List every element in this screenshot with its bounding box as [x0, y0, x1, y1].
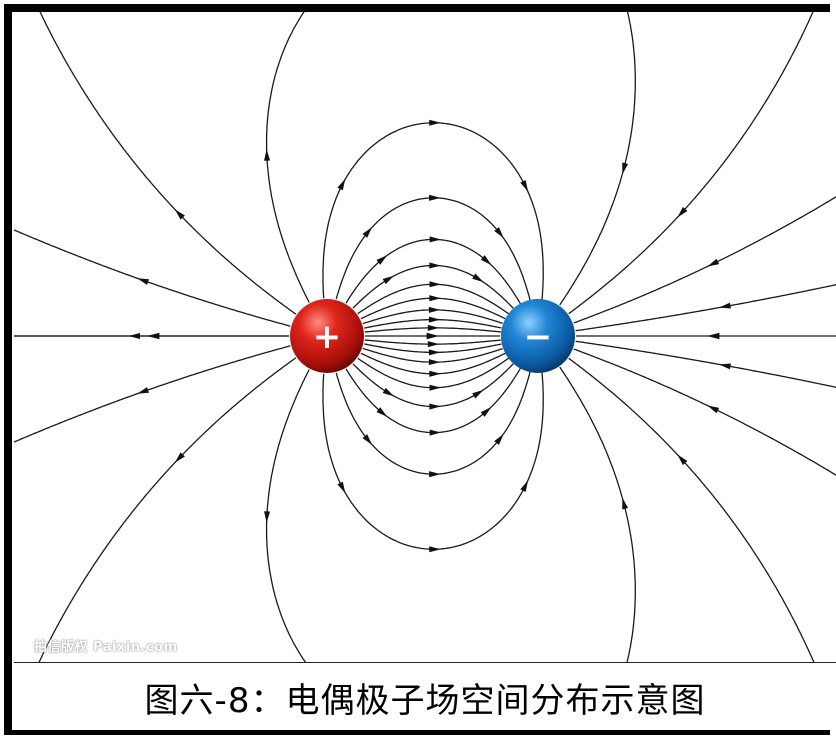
field-arrow	[382, 387, 395, 397]
field-line	[322, 122, 544, 300]
field-arrow	[494, 227, 504, 239]
field-arrow	[429, 119, 441, 126]
field-line	[265, 369, 310, 662]
field-line	[573, 196, 836, 324]
field-arrow	[622, 162, 629, 175]
field-line	[345, 238, 521, 305]
field-arrow	[147, 332, 160, 340]
field-arrow	[480, 407, 492, 417]
field-arrow	[429, 236, 442, 243]
field-line	[345, 367, 521, 434]
field-arrow	[426, 332, 439, 340]
field-arrow	[428, 316, 441, 323]
negative-symbol: −	[524, 317, 553, 357]
negative-charge: −	[501, 299, 575, 373]
field-arrows	[128, 119, 731, 553]
field-arrow	[429, 295, 441, 302]
field-arrow	[429, 194, 441, 201]
field-line	[559, 12, 636, 306]
field-arrow	[137, 278, 150, 285]
field-arrow	[677, 206, 688, 218]
field-arrow	[362, 226, 373, 238]
figure-frame	[4, 4, 830, 735]
field-arrow	[376, 407, 388, 417]
caption-divider	[14, 662, 836, 663]
field-arrow	[480, 255, 492, 265]
field-arrow	[429, 384, 442, 391]
field-arrow	[382, 275, 395, 285]
field-arrow	[622, 497, 629, 510]
field-arrow	[429, 370, 441, 377]
field-arrow	[494, 433, 504, 445]
field-line	[568, 12, 814, 315]
field-arrow	[128, 332, 141, 340]
field-arrow	[264, 511, 271, 523]
field-arrow	[427, 341, 440, 348]
field-arrow	[137, 387, 150, 394]
field-line	[14, 345, 291, 443]
field-arrow	[429, 403, 441, 410]
field-arrow	[428, 359, 441, 366]
field-arrow	[707, 405, 720, 414]
field-line	[573, 348, 836, 476]
watermark: 拍信版权 Paixin.com	[34, 640, 178, 655]
field-arrow	[174, 452, 185, 463]
field-line	[14, 229, 291, 327]
positive-symbol: +	[313, 317, 342, 357]
field-line	[575, 340, 836, 388]
field-line	[265, 12, 310, 303]
field-arrow	[337, 481, 346, 494]
field-arrow	[264, 149, 271, 161]
field-arrow	[719, 302, 731, 309]
field-arrow	[429, 471, 441, 478]
field-line	[559, 366, 636, 662]
field-line	[322, 372, 544, 550]
field-arrow	[376, 255, 388, 265]
dipole-field-diagram: + −	[14, 12, 836, 662]
field-arrow	[428, 306, 441, 313]
field-line	[38, 357, 297, 662]
field-arrow	[362, 434, 373, 446]
field-arrow	[472, 273, 484, 283]
field-arrow	[429, 281, 442, 288]
field-arrow	[677, 454, 688, 466]
field-arrow	[429, 262, 441, 269]
field-arrow	[174, 209, 185, 220]
field-arrow	[719, 363, 731, 370]
field-arrow	[429, 546, 441, 553]
field-arrow	[520, 480, 529, 492]
field-arrow	[337, 178, 346, 191]
field-line	[39, 12, 297, 315]
field-arrow	[428, 349, 441, 356]
field-arrow	[472, 389, 484, 399]
positive-charge: +	[290, 299, 364, 373]
field-line	[575, 284, 836, 332]
field-arrow	[520, 180, 529, 192]
field-arrow	[429, 429, 442, 436]
field-line	[568, 357, 815, 662]
dipole-field-figure: + −	[14, 12, 836, 662]
field-arrow	[427, 324, 440, 331]
field-arrow	[707, 258, 720, 267]
figure-caption: 图六-8：电偶极子场空间分布示意图	[144, 680, 706, 721]
field-arrow	[707, 332, 720, 340]
